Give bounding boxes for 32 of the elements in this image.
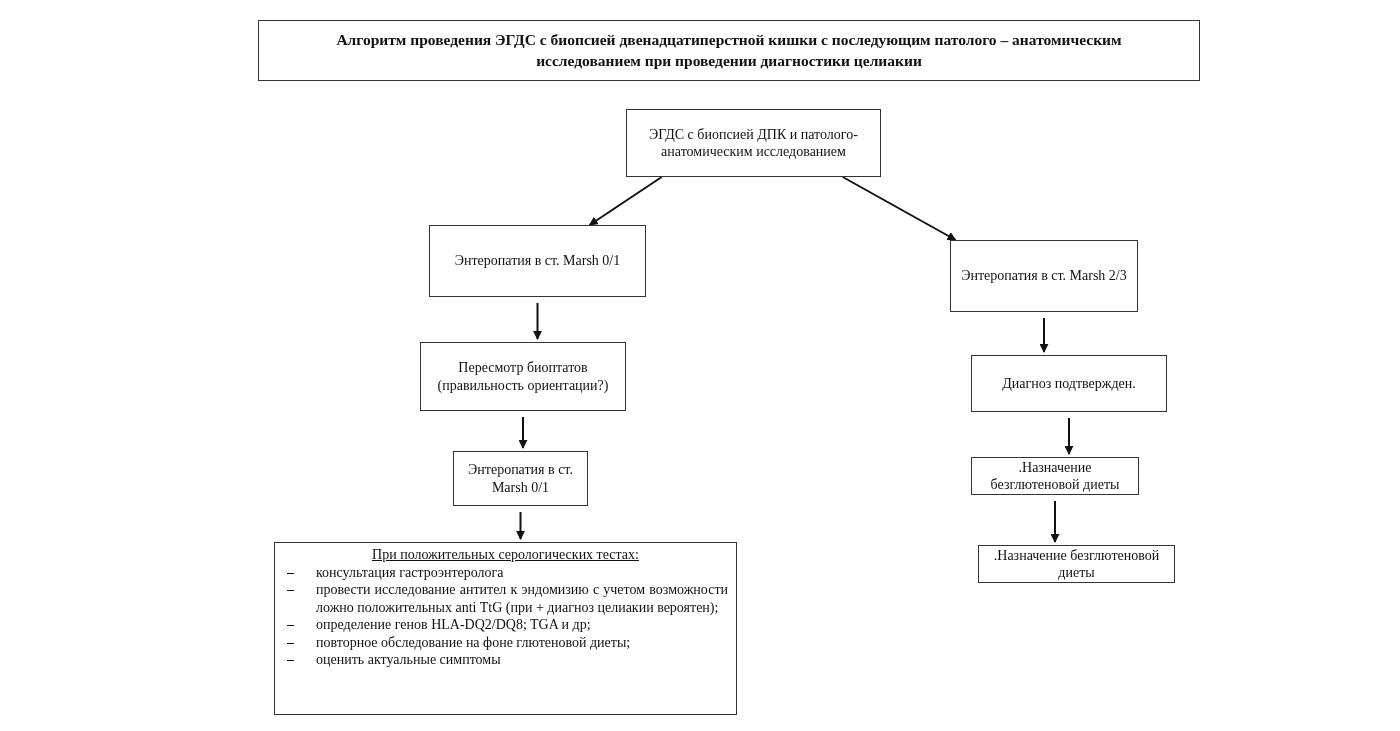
box-text: Энтеропатия в ст. Marsh 0/1: [467, 461, 574, 496]
arrow: [1039, 317, 1049, 353]
list-item: определение генов HLA-DQ2/DQ8; TGA и др;: [316, 616, 591, 634]
list-heading: При положительных серологических тестах:: [371, 546, 640, 564]
box-text: Пересмотр биоптатов (правильность ориентации?): [436, 359, 610, 394]
box-text: .Назначение безглютеновой диеты: [992, 546, 1161, 582]
arrow: [533, 302, 542, 340]
arrow: [1064, 417, 1074, 455]
box-text: ЭГДС с биопсией ДПК и патолого-анатомическим исследованием: [648, 125, 859, 161]
process-box: [626, 109, 881, 177]
title-box: Алгоритм проведения ЭГДС с биопсией двенадцатиперстной кишки с последующим патолого – анатомическим исследованием при проведении диагностики целиакии: [258, 20, 1200, 81]
process-box: [950, 240, 1138, 312]
box-text: Энтеропатия в ст. Marsh 2/3: [961, 267, 1127, 285]
list-item: оценить актуальные симптомы: [316, 651, 501, 669]
arrow: [1050, 500, 1060, 543]
arrow: [516, 511, 525, 540]
process-box: [420, 342, 626, 411]
list-item: консультация гастроэнтеролога: [316, 563, 504, 581]
arrow: [841, 176, 957, 241]
box-text: .Назначение безглютеновой диеты: [989, 458, 1121, 494]
list-item: провести исследование антител к эндомизию с учетом возможности ложно положительных anti TtG (при + диагноз целиакии вероятен);: [316, 581, 728, 616]
process-box: [971, 457, 1139, 495]
process-box: [274, 542, 737, 715]
list-item: повторное обследование на фоне глютеновой диеты;: [316, 633, 631, 651]
process-box: [453, 451, 588, 506]
process-box: [429, 225, 646, 297]
arrow: [588, 176, 663, 226]
box-text: Энтеропатия в ст. Marsh 0/1: [454, 252, 621, 270]
process-box: [978, 545, 1175, 583]
process-box: [971, 355, 1167, 412]
arrow: [518, 416, 528, 449]
box-text: Диагноз подтвержден.: [1002, 374, 1136, 393]
